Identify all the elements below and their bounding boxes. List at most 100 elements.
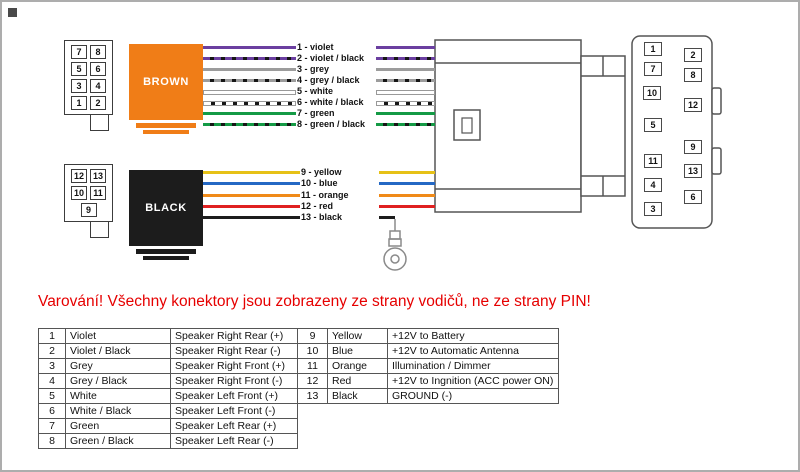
function-cell: Speaker Right Front (-) (170, 373, 298, 389)
pin-number-cell: 2 (38, 343, 66, 359)
wire-yellow (203, 171, 300, 174)
wire-black (203, 216, 300, 219)
pin-4: 4 (90, 79, 106, 93)
harness-plug-drawing (434, 39, 626, 213)
brown-plug-label: BROWN (143, 76, 189, 88)
wire-grey (203, 68, 296, 71)
function-cell: +12V to Automatic Antenna (387, 343, 559, 359)
black-plug-tail (143, 256, 189, 260)
wire-violet-black (203, 57, 296, 60)
wire-label-green: 7 - green (297, 107, 337, 119)
black-plug: BLACK (129, 170, 203, 260)
wire-label-white-black: 6 - white / black (297, 96, 366, 108)
wire-label-orange: 11 - orange (301, 189, 351, 201)
pin-1: 1 (71, 96, 87, 110)
black-connector-tab (90, 221, 109, 238)
wire-violet (203, 46, 296, 49)
wire-red (203, 205, 300, 208)
car-pin-10: 10 (643, 86, 661, 100)
function-cell: Speaker Right Rear (+) (170, 328, 298, 344)
car-pin-4: 4 (644, 178, 662, 192)
wire-grey-black (203, 79, 296, 82)
wire-label-grey-black: 4 - grey / black (297, 74, 362, 86)
pin-number-cell: 1 (38, 328, 66, 344)
pin-3: 3 (71, 79, 87, 93)
pin-7: 7 (71, 45, 87, 59)
wire-color-cell: White (65, 388, 171, 404)
wire-color-cell: Grey / Black (65, 373, 171, 389)
wire-color-cell: Grey (65, 358, 171, 374)
wire-white-black (203, 101, 296, 106)
function-cell: Illumination / Dimmer (387, 358, 559, 374)
pin-number-cell: 8 (38, 433, 66, 449)
wire-color-cell: Green / Black (65, 433, 171, 449)
pin-number-cell: 11 (297, 358, 328, 374)
wire-label-white: 5 - white (297, 85, 336, 97)
pin-number-cell: 7 (38, 418, 66, 434)
car-pin-9: 9 (684, 140, 702, 154)
pin-5: 5 (71, 62, 87, 76)
car-pin-8: 8 (684, 68, 702, 82)
wire-label-blue: 10 - blue (301, 177, 340, 189)
wire-white (376, 90, 435, 95)
brown-plug-body: BROWN (129, 44, 203, 120)
wire-white-black (376, 101, 435, 106)
wire-color-cell: White / Black (65, 403, 171, 419)
car-pin-12: 12 (684, 98, 702, 112)
wire-color-cell: Violet / Black (65, 343, 171, 359)
function-cell: Speaker Left Rear (-) (170, 433, 298, 449)
brown-plug-tail (143, 130, 189, 134)
brown-plug-tail (136, 123, 196, 128)
pin-number-cell: 4 (38, 373, 66, 389)
wire-green (203, 112, 296, 115)
wire-red (379, 205, 435, 208)
pin-10: 10 (71, 186, 87, 200)
pin-number-cell: 5 (38, 388, 66, 404)
wire-color-cell: Violet (65, 328, 171, 344)
wire-color-cell: Black (327, 388, 388, 404)
pin-13: 13 (90, 169, 106, 183)
car-pin-2: 2 (684, 48, 702, 62)
pin-number-cell: 3 (38, 358, 66, 374)
function-cell: +12V to Ingnition (ACC power ON) (387, 373, 559, 389)
wire-label-black: 13 - black (301, 211, 345, 223)
warning-text: Varování! Všechny konektory jsou zobraze… (38, 293, 591, 310)
wire-grey-black (376, 79, 435, 82)
function-cell: Speaker Left Front (-) (170, 403, 298, 419)
pin-number-cell: 6 (38, 403, 66, 419)
wire-color-cell: Yellow (327, 328, 388, 344)
function-cell: Speaker Right Front (+) (170, 358, 298, 374)
wire-orange (203, 194, 300, 197)
function-cell: GROUND (-) (387, 388, 559, 404)
pin-number-cell: 9 (297, 328, 328, 344)
pin-9: 9 (80, 203, 97, 217)
wire-color-cell: Orange (327, 358, 388, 374)
wire-color-cell: Red (327, 373, 388, 389)
wire-label-grey: 3 - grey (297, 63, 332, 75)
brown-plug: BROWN (129, 44, 203, 134)
wire-yellow (379, 171, 435, 174)
car-pin-3: 3 (644, 202, 662, 216)
car-pin-1: 1 (644, 42, 662, 56)
car-pin-11: 11 (644, 154, 662, 168)
car-pin-13: 13 (684, 164, 702, 178)
pin-number-cell: 13 (297, 388, 328, 404)
function-cell: Speaker Left Rear (+) (170, 418, 298, 434)
wire-violet (376, 46, 435, 49)
corner-mark (8, 8, 17, 17)
